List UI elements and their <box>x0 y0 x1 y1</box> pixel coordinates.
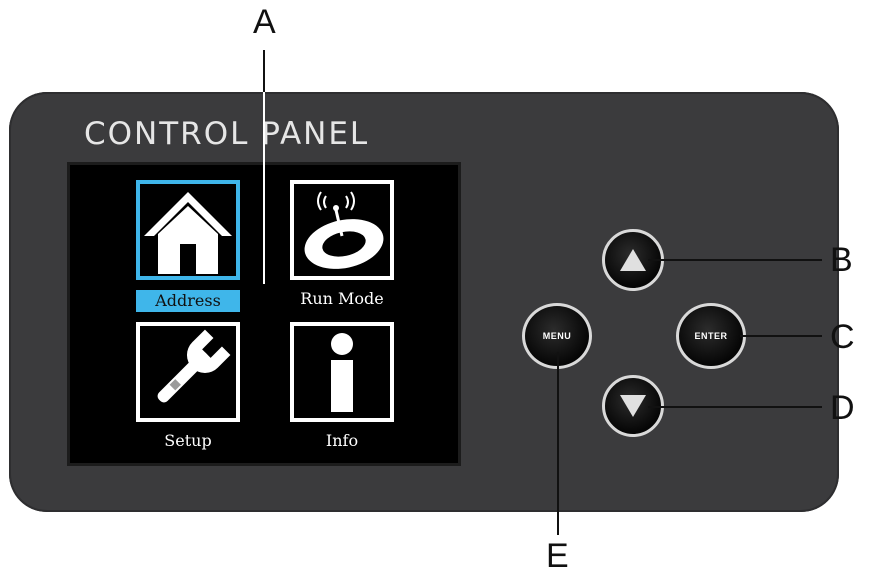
wrench-icon <box>157 329 231 403</box>
home-icon <box>144 192 232 274</box>
down-arrow-icon <box>620 395 646 417</box>
menu-label-run-mode: Run Mode <box>300 289 384 308</box>
callout-label-b: B <box>830 241 853 279</box>
enter-button[interactable]: ENTER <box>676 303 746 369</box>
run-mode-icon <box>304 191 384 269</box>
callout-label-c: C <box>830 318 855 356</box>
enter-button-label: ENTER <box>694 331 728 341</box>
callout-label-e: E <box>546 537 569 575</box>
menu-tile-run-mode[interactable] <box>290 180 394 280</box>
menu-button-label: MENU <box>542 331 572 341</box>
info-icon <box>331 333 353 412</box>
menu-tile-address[interactable] <box>136 180 240 280</box>
panel-title: CONTROL PANEL <box>84 116 370 152</box>
menu-label-address: Address <box>136 290 240 312</box>
callout-label-a: A <box>253 3 276 41</box>
menu-label-setup: Setup <box>164 431 212 450</box>
up-arrow-icon <box>620 249 646 271</box>
menu-label-info: Info <box>325 431 359 450</box>
callout-label-d: D <box>830 389 855 427</box>
menu-tile-setup[interactable] <box>136 322 240 422</box>
menu-tile-info[interactable] <box>290 322 394 422</box>
